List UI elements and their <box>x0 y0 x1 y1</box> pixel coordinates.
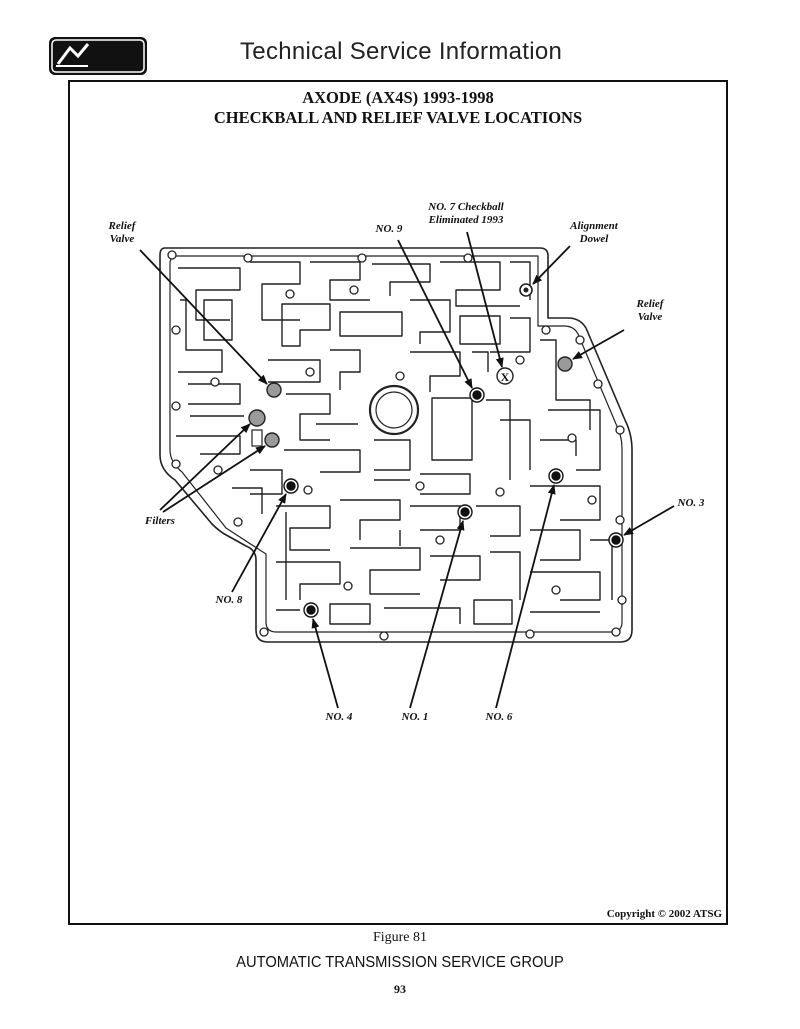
relief-valve-left-marker <box>266 382 282 398</box>
arrow-alignment-dowel <box>532 245 571 285</box>
arrow-no9 <box>397 239 473 389</box>
arrow-no7 <box>466 231 504 368</box>
arrow-no1 <box>409 520 465 709</box>
label-no3: NO. 3 <box>677 497 705 509</box>
figure-caption: Figure 81 <box>372 930 428 945</box>
relief-valve-right-marker <box>557 356 573 372</box>
label-no8: NO. 8 <box>215 594 243 606</box>
filter-lower-marker <box>264 432 280 448</box>
arrow-relief-valve-right <box>572 329 625 360</box>
header-title: Technical Service Information <box>240 38 563 65</box>
arrow-relief-valve-left <box>139 249 268 385</box>
arrow-no4 <box>311 618 339 709</box>
arrow-filter-upper <box>159 423 251 511</box>
figure-title-line2: CHECKBALL AND RELIEF VALVE LOCATIONS <box>213 108 583 127</box>
label-no6: NO. 6 <box>485 711 513 723</box>
label-no1: NO. 1 <box>401 711 429 723</box>
copyright: Copyright © 2002 ATSG <box>606 908 722 920</box>
figure-frame <box>68 80 728 925</box>
arrow-filter-lower <box>162 445 266 513</box>
label-alignment-dowel: Alignment Dowel <box>570 220 618 245</box>
page-number: 93 <box>394 982 406 996</box>
figure-title-line1: AXODE (AX4S) 1993-1998 <box>302 88 494 107</box>
atsg-logo <box>49 37 147 75</box>
arrow-no8 <box>231 493 287 593</box>
footer-org: AUTOMATIC TRANSMISSION SERVICE GROUP <box>236 954 564 971</box>
filter-upper-marker <box>248 409 266 427</box>
valve-body-outline <box>159 247 633 643</box>
label-relief-valve-right: Relief Valve <box>636 298 664 323</box>
label-no9: NO. 9 <box>375 223 403 235</box>
svg-text:X: X <box>501 370 510 384</box>
label-filters: Filters <box>145 515 175 527</box>
arrow-no6 <box>495 484 556 709</box>
arrow-no3 <box>623 505 675 536</box>
label-no7: NO. 7 Checkball Eliminated 1993 <box>428 201 504 226</box>
label-no4: NO. 4 <box>325 711 353 723</box>
label-relief-valve-left: Relief Valve <box>108 220 136 245</box>
checkball-no7-eliminated-marker <box>496 367 514 385</box>
